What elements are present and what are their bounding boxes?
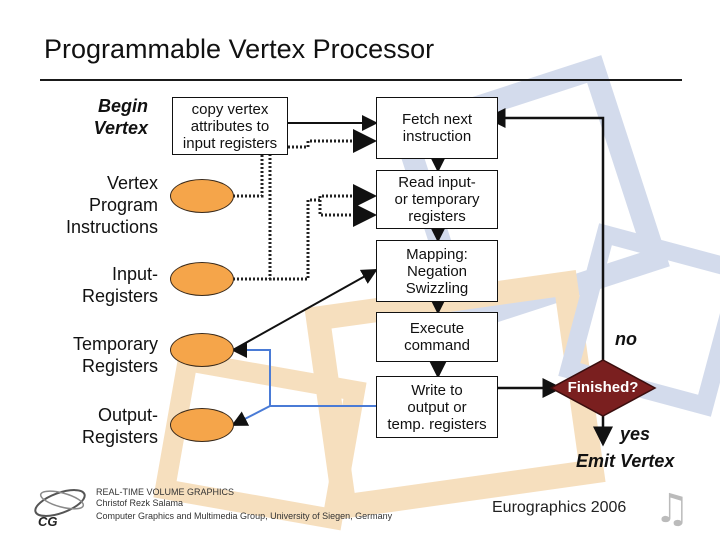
output-registers-oval: [170, 408, 234, 442]
vertex-program-label: Vertex Program Instructions: [65, 173, 158, 237]
emit-vertex-label: Emit Vertex: [576, 451, 675, 471]
register-connectors: [232, 269, 378, 351]
footer-credits: REAL-TIME VOLUME GRAPHICS Christof Rezk …: [96, 487, 235, 508]
temporary-registers-label: Temporary Registers: [72, 334, 158, 376]
write-connectors: [231, 342, 376, 426]
no-label: no: [615, 329, 637, 349]
input-registers-oval: [170, 262, 234, 296]
input-registers-label: Input- Registers: [81, 264, 158, 306]
footer-affiliation: Computer Graphics and Multimedia Group, …: [96, 511, 393, 521]
execute-command-box: Execute command: [376, 312, 498, 362]
begin-vertex-label: Begin Vertex: [93, 96, 148, 138]
cg-logo: [34, 489, 86, 517]
slide-title: Programmable Vertex Processor: [44, 34, 435, 64]
temporary-registers-oval: [170, 333, 234, 367]
finished-label: Finished?: [567, 379, 639, 396]
yes-label: yes: [620, 424, 651, 444]
fetch-instruction-box: Fetch next instruction: [376, 97, 498, 159]
mapping-box: Mapping: Negation Swizzling: [376, 240, 498, 302]
title-rule: [40, 79, 682, 81]
write-output-box: Write to output or temp. registers: [376, 376, 498, 438]
copy-attributes-box: copy vertex attributes to input register…: [172, 97, 288, 155]
conference-label: Eurographics 2006: [492, 499, 627, 516]
cg-logo-text: CG: [38, 514, 58, 529]
music-note-icon: ♫: [654, 486, 690, 532]
output-registers-label: Output- Registers: [81, 405, 158, 447]
read-registers-box: Read input- or temporary registers: [376, 170, 498, 229]
finished-diamond: [549, 359, 657, 417]
vertex-program-oval: [170, 179, 234, 213]
